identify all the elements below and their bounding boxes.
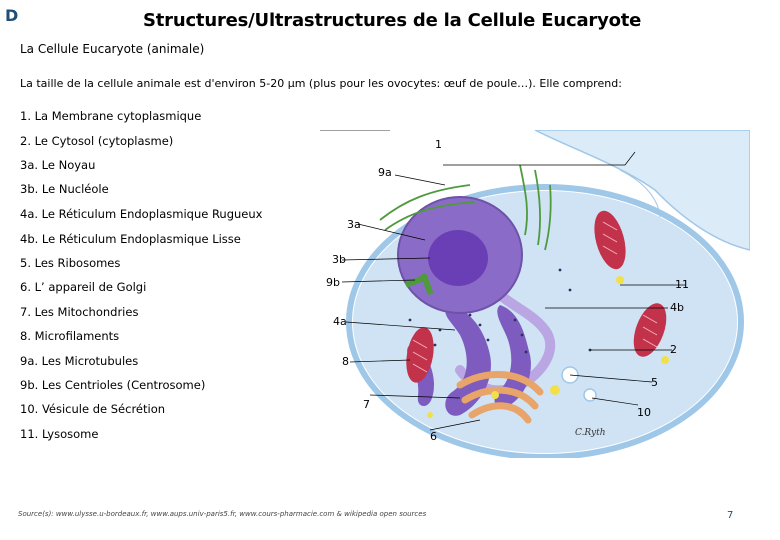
legend-item-lysosome: 11. Lysosome [20,427,98,441]
label-9b: 9b [326,276,340,289]
slide-corner-letter: D [5,6,18,25]
label-4a: 4a [333,315,347,328]
label-8: 8 [342,355,349,368]
page-subtitle: La Cellule Eucaryote (animale) [20,42,204,56]
legend-item-secretion-vesicle: 10. Vésicule de Sécrétion [20,402,165,416]
label-10: 10 [637,406,651,419]
label-3b: 3b [332,253,346,266]
label-6: 6 [430,430,437,443]
legend-item-smooth-er: 4b. Le Réticulum Endoplasmique Lisse [20,232,241,246]
artist-signature: C.Ryth [575,428,606,438]
label-5: 5 [651,376,658,389]
legend-item-microfilaments: 8. Microfilaments [20,329,119,343]
legend-item-cytosol: 2. Le Cytosol (cytoplasme) [20,134,173,148]
source-credit: Source(s): www.ulysse.u-bordeaux.fr, www… [18,510,426,518]
page-title: Structures/Ultrastructures de la Cellule… [143,10,641,31]
legend-item-nucleus: 3a. Le Noyau [20,158,95,172]
legend-item-rough-er: 4a. Le Réticulum Endoplasmique Rugueux [20,207,262,221]
label-7: 7 [363,398,370,411]
label-4b: 4b [670,301,684,314]
label-1: 1 [435,138,442,151]
legend-item-mitochondria: 7. Les Mitochondries [20,305,138,319]
intro-text: La taille de la cellule animale est d'en… [20,77,622,90]
cell-diagram: 1 9a 3a 3b 9b 11 4b 4a 2 8 5 7 10 6 C.Ry… [320,130,750,458]
legend-item-membrane: 1. La Membrane cytoplasmique [20,109,201,123]
label-9a: 9a [378,166,392,179]
label-2: 2 [670,343,677,356]
legend-item-golgi: 6. L’ appareil de Golgi [20,280,146,294]
label-11: 11 [675,278,689,291]
legend-item-microtubules: 9a. Les Microtubules [20,354,138,368]
legend-item-ribosomes: 5. Les Ribosomes [20,256,120,270]
legend-item-nucleolus: 3b. Le Nucléole [20,182,109,196]
page-number: 7 [727,510,733,521]
legend-item-centrioles: 9b. Les Centrioles (Centrosome) [20,378,205,392]
nucleolus-shape [428,230,488,286]
label-3a: 3a [347,218,361,231]
